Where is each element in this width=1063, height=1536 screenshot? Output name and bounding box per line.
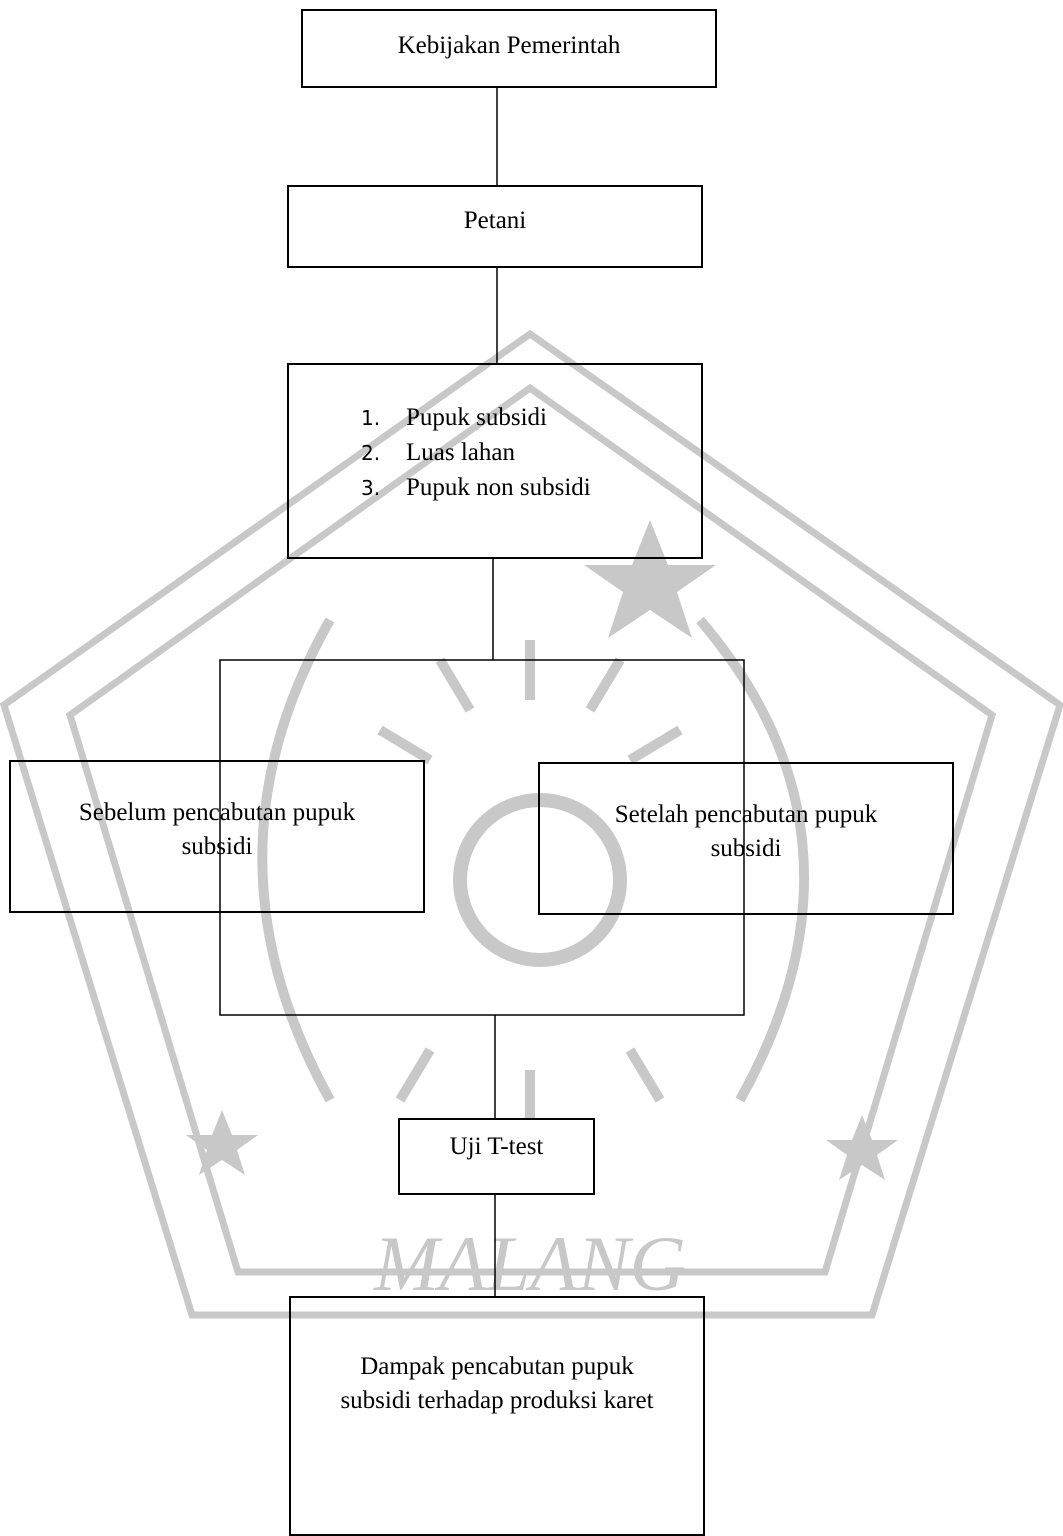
list-item: 3. Pupuk non subsidi — [361, 470, 591, 505]
node-kebijakan-pemerintah: Kebijakan Pemerintah — [301, 9, 717, 88]
node-sebelum-label-line1: Sebelum pencabutan pupuk — [78, 799, 356, 826]
node-setelah-label-line2: subsidi — [710, 835, 782, 862]
list-item-label: Pupuk subsidi — [406, 404, 548, 431]
node-sebelum-label-line2: subsidi — [181, 833, 253, 860]
node-petani-label: Petani — [463, 207, 527, 234]
list-item-number: 2. — [361, 441, 381, 465]
node-setelah-pencabutan: Setelah pencabutan pupuk subsidi — [538, 762, 954, 915]
list-item-number: 1. — [361, 406, 381, 430]
connector-branch-frame — [219, 659, 745, 1016]
list-item: 1. Pupuk subsidi — [361, 400, 591, 435]
list-item: 2. Luas lahan — [361, 435, 591, 470]
star-icon-right — [826, 1115, 898, 1180]
list-item-label: Pupuk non subsidi — [406, 474, 591, 501]
node-dampak-label-line2: subsidi terhadap produksi karet — [340, 1387, 654, 1414]
node-uji-t-test: Uji T-test — [398, 1118, 595, 1195]
seal-bottom-text: MALANG — [373, 1220, 686, 1307]
node-ujit-label: Uji T-test — [449, 1133, 544, 1160]
node-sebelum-pencabutan: Sebelum pencabutan pupuk subsidi — [9, 760, 425, 913]
sun-rays-icon — [377, 640, 683, 1120]
center-emblem-icon — [453, 793, 627, 967]
seal-inner-pentagon — [65, 383, 997, 1276]
node-petani: Petani — [287, 185, 703, 268]
node-kebijakan-label: Kebijakan Pemerintah — [397, 32, 621, 59]
list-item-number: 3. — [361, 476, 381, 500]
star-icon-top — [584, 520, 716, 638]
node-dampak: Dampak pencabutan pupuk subsidi terhadap… — [289, 1296, 705, 1536]
node-setelah-label-line1: Setelah pencabutan pupuk — [614, 801, 878, 828]
star-icon-left — [186, 1110, 258, 1175]
list-item-label: Luas lahan — [406, 439, 515, 466]
seal-outer-pentagon — [0, 329, 1063, 1319]
laurel-branch-left-icon — [257, 617, 335, 1103]
node-factors-list: 1. Pupuk subsidi 2. Luas lahan 3. Pupuk non… — [287, 363, 703, 559]
factors-list: 1. Pupuk subsidi 2. Luas lahan 3. Pupuk non… — [361, 400, 591, 505]
node-dampak-label-line1: Dampak pencabutan pupuk — [360, 1353, 634, 1380]
